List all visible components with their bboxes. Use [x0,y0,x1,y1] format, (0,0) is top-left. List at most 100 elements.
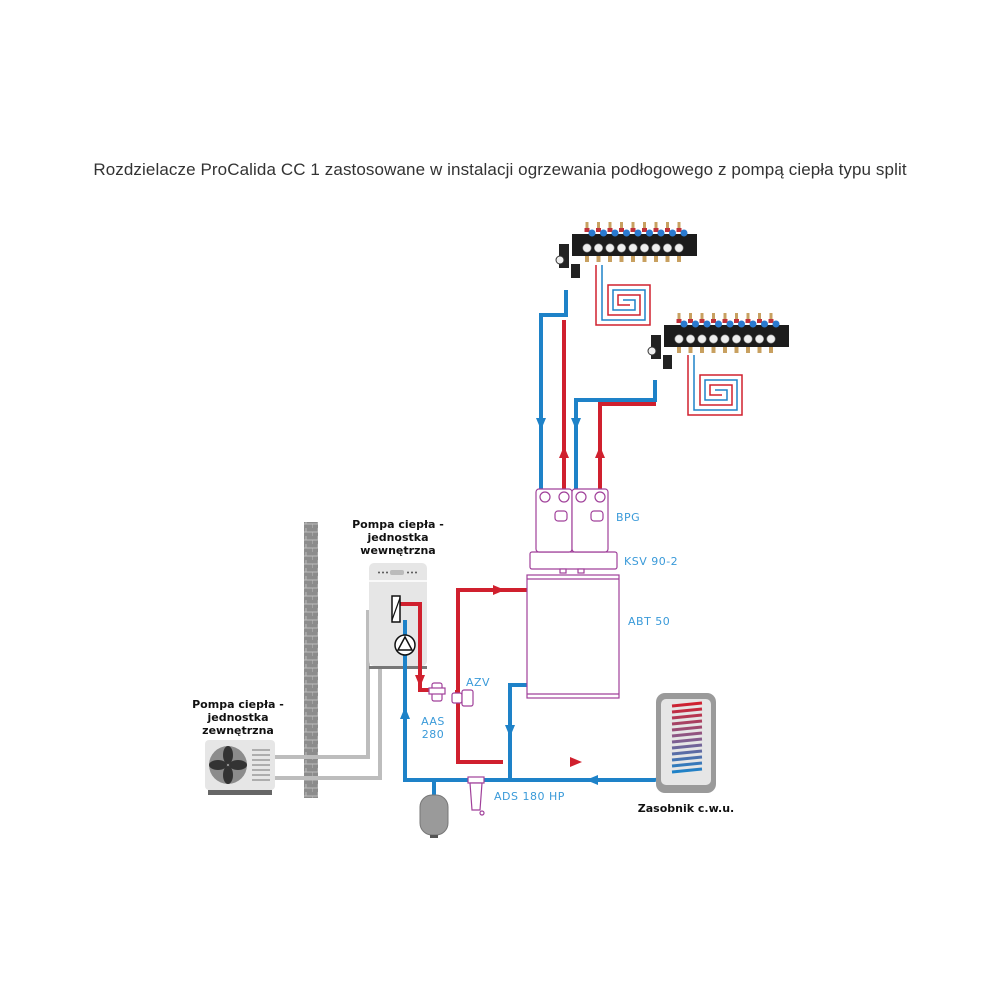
aas-label-1: AAS [421,715,445,728]
thermometer-icon [647,346,657,356]
arrow-up-icon [595,446,605,458]
flow-meter-cap [642,228,647,232]
flow-meter-cap [630,228,636,232]
floor-loop-upper [595,265,651,326]
abt-label: ABT 50 [628,615,670,628]
manifold-lower [647,313,789,369]
valve-cap [600,229,607,237]
ksv-label: KSV 90-2 [624,555,678,568]
supply-pipes [398,320,656,764]
indoor-unit-label-3: wewnętrzna [360,544,435,557]
valve-stem [677,222,681,230]
valve-stem [677,313,681,321]
outlet-fitting [769,347,773,353]
gauge-icon [720,334,730,344]
azv-valve [451,689,474,707]
flow-meter-cap [688,319,693,323]
valve-cap [761,320,768,328]
valve-stem [758,313,761,321]
bpg-label: BPG [616,511,640,524]
valve-stem [643,222,646,230]
valve-stem [585,222,589,230]
outlet-fitting [677,256,681,262]
outlet-fitting [619,256,624,262]
floor-loop-lower [687,355,743,416]
flow-meter-cap [699,319,705,323]
gauge-icon [697,334,707,344]
flow-meter-cap [757,319,762,323]
gauge-icon [674,243,684,253]
ksv-90-2-collector [529,551,618,574]
ads-180-hp-separator [467,776,485,816]
valve-cap [703,320,711,328]
outdoor-unit-label-3: zewnętrzna [202,724,274,737]
outlet-fitting [723,347,727,353]
abt-50-buffer [526,574,620,699]
manifold-end-fitting [651,335,661,359]
flow-meter-cap [584,228,590,232]
gauge-icon [731,334,741,344]
flow-arrows [400,418,605,785]
valve-stem [631,222,635,230]
manifold-upper [555,222,697,278]
arrow-down-icon [415,675,425,687]
valve-stem [723,313,727,321]
valve-stem [620,222,623,230]
outlet-fitting [757,347,762,353]
valve-stem [735,313,738,321]
ads-label: ADS 180 HP [494,790,565,803]
bpg-pump-groups [535,488,609,553]
valve-cap [738,320,745,328]
dhw-tank-label: Zasobnik c.w.u. [638,802,734,815]
flow-meter-cap [768,319,774,323]
outlet-fitting [677,347,681,353]
valve-cap [772,320,780,328]
fan-icon [209,746,247,784]
valve-cap [646,229,653,237]
flow-meter-cap [619,228,624,232]
flow-meter-cap [745,319,751,323]
valve-stem [608,222,612,230]
manifold-valve [663,355,672,369]
outlet-fitting [608,256,612,262]
outlet-fitting [596,256,601,262]
flow-meter-cap [722,319,728,323]
manifold-valve [571,264,580,278]
flow-meter-cap [734,319,739,323]
outlet-fitting [585,256,589,262]
outlet-fitting [746,347,750,353]
outlet-fitting [734,347,739,353]
outer-wall [304,522,318,798]
arrow-down-icon [536,418,546,430]
valve-cap [669,229,676,237]
arrow-up-icon [400,707,410,719]
outlet-fitting [642,256,647,262]
outlet-fitting [711,347,716,353]
manifold-end-fitting [559,244,569,268]
flow-meter-cap [653,228,659,232]
flow-meter-cap [596,228,601,232]
outdoor-unit-label-2: jednostka [206,711,268,724]
flow-meter-cap [665,228,670,232]
arrow-right-icon [493,585,505,595]
valve-stem [700,313,704,321]
valve-stem [769,313,773,321]
arrow-left-icon [586,775,598,785]
flow-meter-cap [711,319,716,323]
gauge-icon [651,243,661,253]
valve-stem [597,222,600,230]
valve-cap [623,229,630,237]
valve-stem [654,222,658,230]
aas-label-2: 280 [422,728,445,741]
valve-cap [588,229,596,237]
indoor-unit-label-2: jednostka [366,531,428,544]
valve-cap [634,229,642,237]
flow-meter-cap [676,319,682,323]
valve-cap [680,229,688,237]
outlet-fitting [665,256,670,262]
valve-stem [712,313,715,321]
outdoor-unit-label-1: Pompa ciepła - [192,698,284,711]
dhw-tank [656,693,716,793]
outlet-fitting [700,347,704,353]
